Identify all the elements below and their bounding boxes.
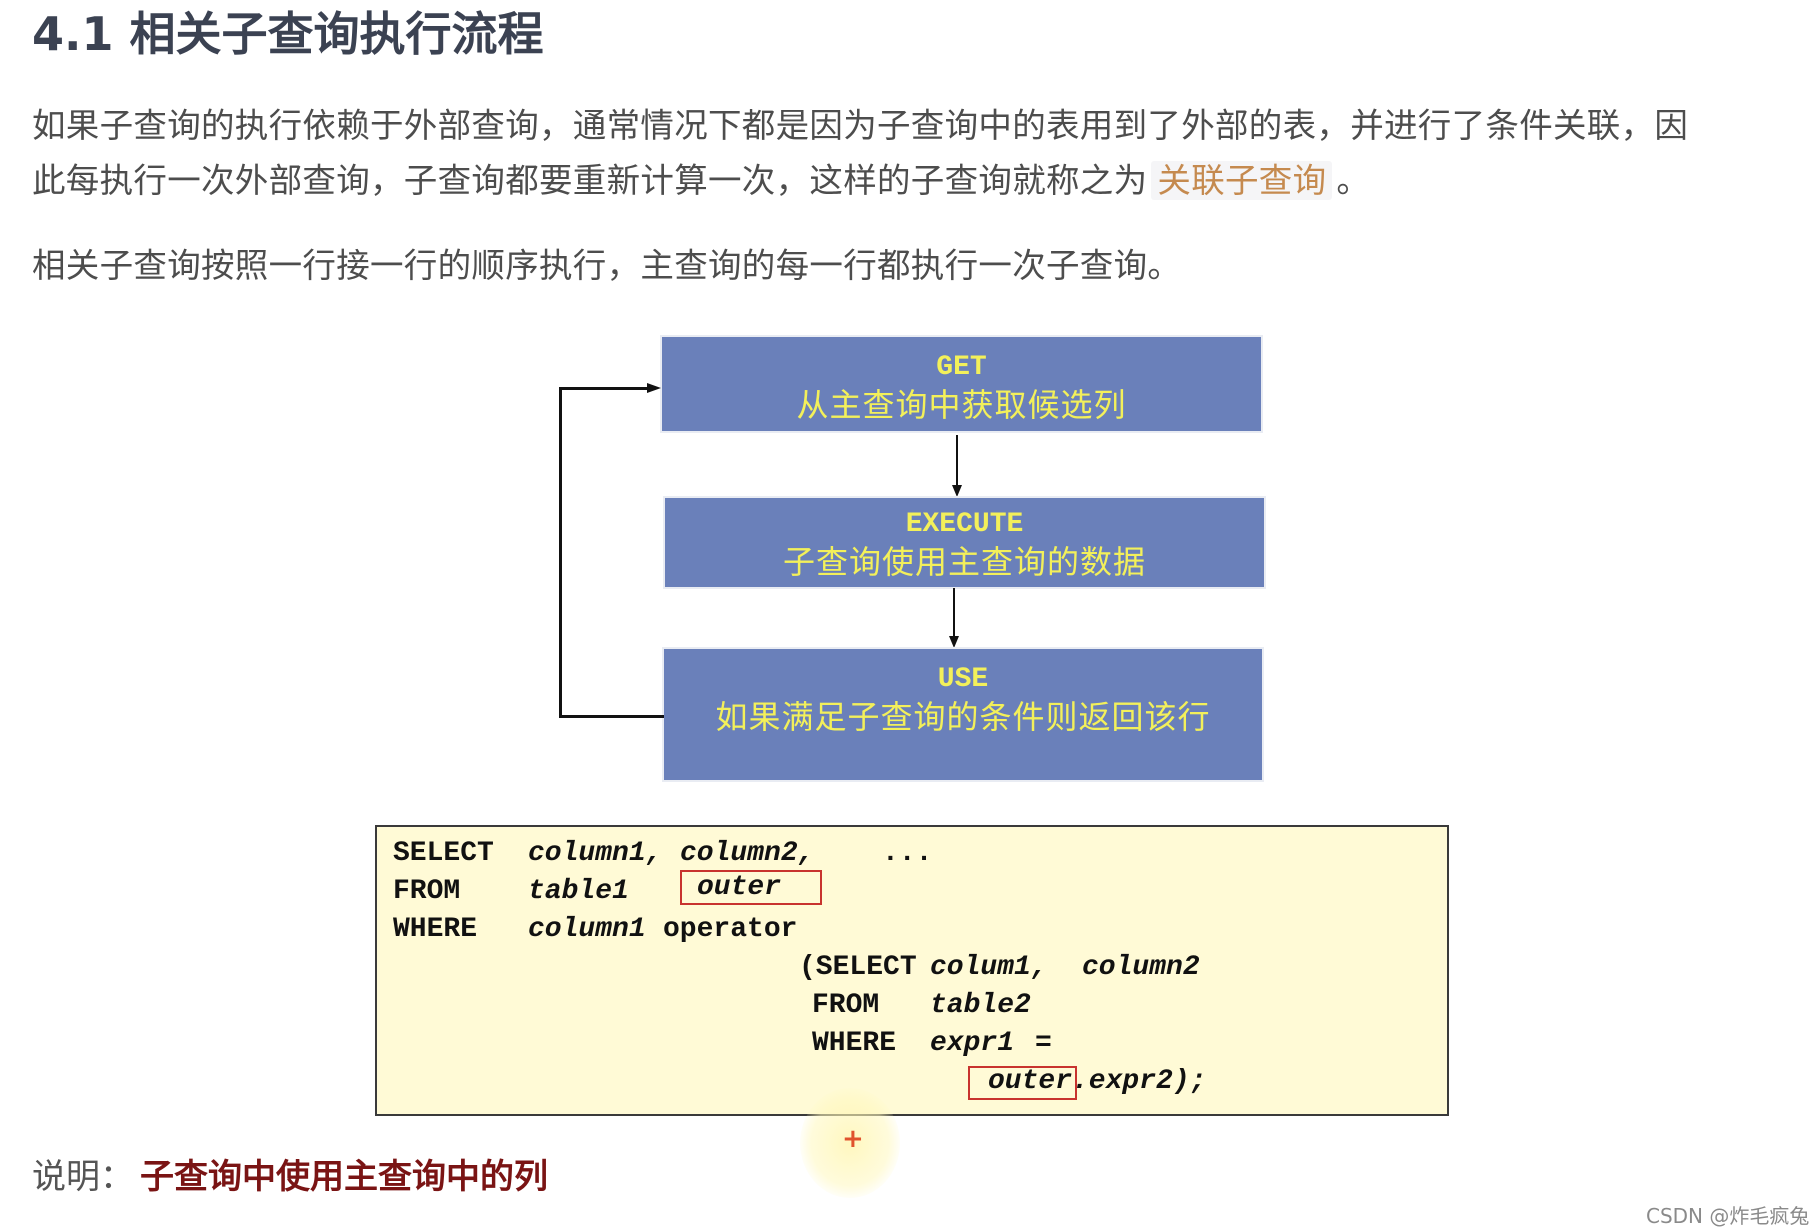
code-identifier: column2 bbox=[1082, 952, 1200, 983]
arrow-right-icon bbox=[647, 383, 661, 393]
paragraph-1-text: 此每执行一次外部查询，子查询都要重新计算一次，这样的子查询就称之为 bbox=[32, 161, 1148, 200]
arrow-down-icon bbox=[952, 485, 962, 497]
code-keyword: SELECT bbox=[393, 838, 494, 869]
code-operator: operator bbox=[663, 914, 798, 945]
code-alias-outer: outer bbox=[988, 1066, 1073, 1097]
note-label: 说明： bbox=[32, 1157, 134, 1197]
code-alias-outer: outer bbox=[697, 872, 782, 903]
loop-line-vertical bbox=[559, 387, 562, 718]
step-keyword: GET bbox=[936, 352, 987, 383]
code-keyword: WHERE bbox=[393, 914, 478, 945]
step-description: 从主查询中获取候选列 bbox=[796, 386, 1127, 424]
loop-line-top bbox=[560, 387, 650, 390]
section-title: 相关子查询执行流程 bbox=[129, 7, 544, 61]
sql-syntax-box: SELECT column1, column2, ... FROM table1… bbox=[375, 825, 1449, 1116]
paragraph-1-line-1: 如果子查询的执行依赖于外部查询，通常情况下都是因为子查询中的表用到了外部的表，并… bbox=[32, 106, 1689, 145]
section-heading: 4.1 相关子查询执行流程 bbox=[32, 4, 544, 64]
code-operator: = bbox=[1035, 1028, 1052, 1059]
code-identifier: column2, bbox=[680, 838, 815, 869]
flow-step-get: GET 从主查询中获取候选列 bbox=[662, 337, 1261, 431]
code-keyword: FROM bbox=[812, 990, 880, 1021]
arrow-down-icon bbox=[949, 636, 959, 648]
watermark: CSDN @炸毛疯兔 bbox=[1646, 1204, 1810, 1228]
code-identifier: colum1, bbox=[930, 952, 1048, 983]
note-value: 子查询中使用主查询中的列 bbox=[140, 1157, 548, 1197]
outer-reference-highlight bbox=[968, 1066, 1077, 1100]
step-description: 如果满足子查询的条件则返回该行 bbox=[715, 698, 1211, 736]
section-number: 4.1 bbox=[32, 7, 114, 61]
flow-step-use: USE 如果满足子查询的条件则返回该行 bbox=[664, 649, 1262, 780]
code-identifier: table2 bbox=[930, 990, 1031, 1021]
crosshair-cursor-icon: + bbox=[842, 1124, 864, 1154]
loop-line-bottom bbox=[560, 715, 664, 718]
inline-code-correlated-subquery: 关联子查询 bbox=[1151, 161, 1333, 200]
arrow-line bbox=[956, 435, 958, 487]
code-identifier: column1, bbox=[528, 838, 663, 869]
arrow-line bbox=[953, 588, 955, 638]
code-identifier: .expr2); bbox=[1072, 1066, 1207, 1097]
flow-step-execute: EXECUTE 子查询使用主查询的数据 bbox=[665, 498, 1264, 587]
paragraph-1-line-2: 此每执行一次外部查询，子查询都要重新计算一次，这样的子查询就称之为关联子查询。 bbox=[32, 153, 1370, 208]
code-keyword: (SELECT bbox=[799, 952, 917, 983]
code-ellipsis: ... bbox=[882, 838, 933, 869]
step-keyword: USE bbox=[937, 664, 989, 695]
outer-alias-highlight bbox=[680, 870, 822, 905]
step-keyword: EXECUTE bbox=[905, 509, 1024, 540]
paragraph-2: 相关子查询按照一行接一行的顺序执行，主查询的每一行都执行一次子查询。 bbox=[32, 246, 1182, 285]
step-description: 子查询使用主查询的数据 bbox=[782, 543, 1146, 581]
paragraph-1-period: 。 bbox=[1336, 161, 1371, 200]
code-keyword: WHERE bbox=[812, 1028, 897, 1059]
code-identifier: column1 bbox=[528, 914, 646, 945]
code-identifier: table1 bbox=[528, 876, 629, 907]
cursor-highlight bbox=[800, 1088, 900, 1198]
code-keyword: FROM bbox=[393, 876, 461, 907]
code-identifier: expr1 bbox=[930, 1028, 1015, 1059]
